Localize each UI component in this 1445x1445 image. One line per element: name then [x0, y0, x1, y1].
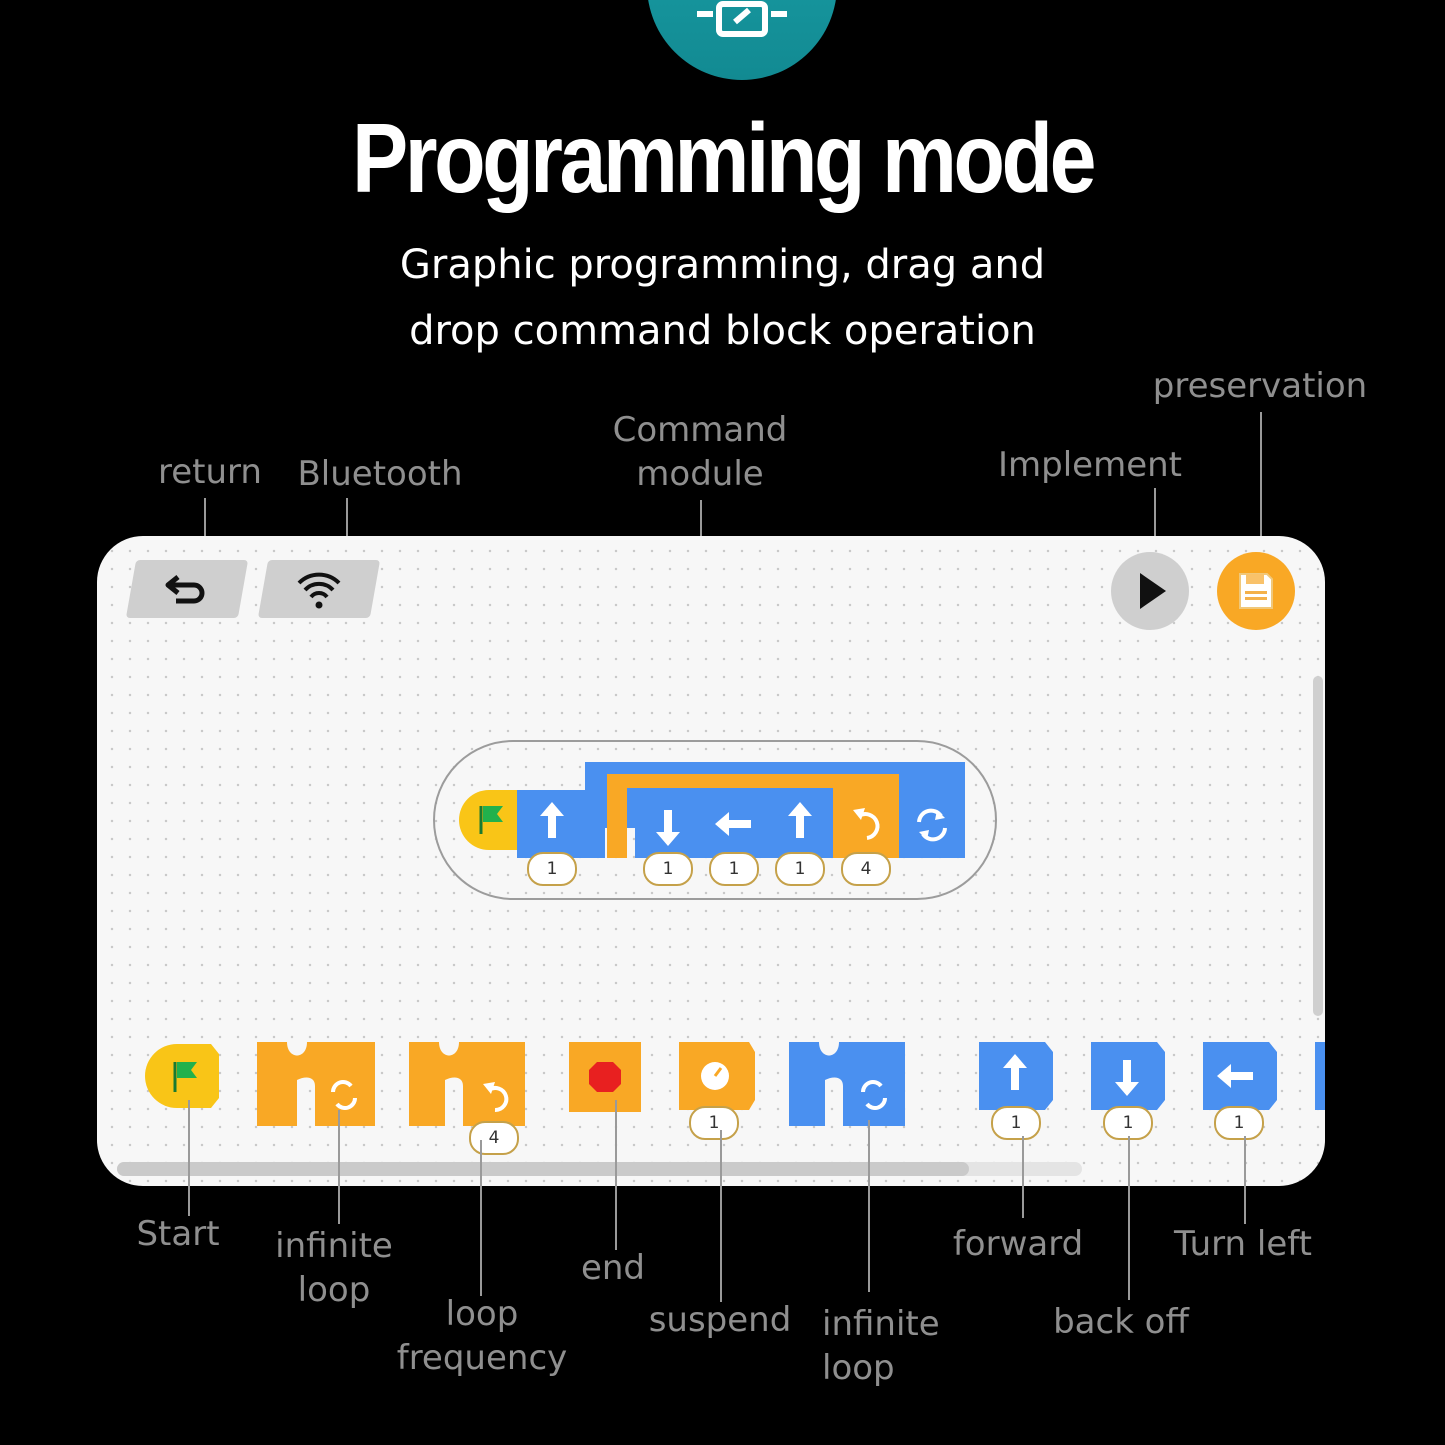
palette-left-count[interactable]: 1 — [1214, 1106, 1264, 1140]
page-subtitle: Graphic programming, drag and drop comma… — [0, 232, 1445, 364]
arrow-up-icon — [1003, 1054, 1027, 1090]
arrow-down-icon — [1115, 1060, 1139, 1096]
leader-suspend — [720, 1130, 722, 1302]
stop-icon — [589, 1062, 621, 1092]
leader-bluetooth — [346, 498, 348, 570]
return-icon — [165, 575, 205, 604]
label-preservation: preservation — [1152, 366, 1368, 406]
subtitle-line-2: drop command block operation — [409, 308, 1036, 354]
program-repeat-count[interactable]: 4 — [841, 852, 891, 886]
label-back-off: back off — [1053, 1302, 1189, 1342]
label-return: return — [158, 452, 262, 492]
circuit-icon — [697, 1, 787, 37]
arrow-up-icon — [540, 802, 564, 838]
palette-forward-count[interactable]: 1 — [991, 1106, 1041, 1140]
palette-loop-frequency-block — [409, 1042, 525, 1126]
leader-forward — [1022, 1136, 1024, 1218]
command-module-group[interactable] — [433, 740, 997, 900]
page-title: Programming mode — [351, 103, 1097, 213]
leader-return — [204, 498, 206, 570]
palette-back-block — [1091, 1042, 1165, 1110]
leader-back-off — [1128, 1136, 1130, 1300]
label-implement: Implement — [997, 445, 1182, 485]
arrow-down-icon — [656, 810, 680, 846]
palette-loop-count[interactable]: 4 — [469, 1121, 519, 1155]
run-button[interactable] — [1111, 552, 1189, 630]
play-icon — [1140, 573, 1166, 609]
program-back-count[interactable]: 1 — [643, 852, 693, 886]
leader-infinite-loop — [338, 1110, 340, 1224]
leader-loop-frequency — [480, 1140, 482, 1296]
palette-left-block — [1203, 1042, 1277, 1110]
return-button[interactable] — [125, 560, 249, 618]
block-palette[interactable] — [137, 1036, 1325, 1146]
programming-canvas[interactable]: 1 1 1 1 4 — [97, 536, 1325, 1186]
program-left-count[interactable]: 1 — [709, 852, 759, 886]
leader-end — [615, 1100, 617, 1250]
save-icon — [1239, 573, 1273, 609]
label-infinite-loop-2-line-2: loop — [822, 1348, 895, 1388]
label-infinite-loop: infinite loop — [254, 1224, 414, 1312]
program-repeat-block — [607, 774, 899, 858]
leader-preservation — [1260, 412, 1262, 552]
loop-icon — [917, 808, 947, 842]
program-script[interactable] — [445, 758, 975, 898]
flag-icon — [479, 806, 503, 834]
arrow-left-icon — [715, 812, 751, 836]
palette-start-block — [145, 1044, 219, 1108]
program-forward-count[interactable]: 1 — [527, 852, 577, 886]
label-bluetooth: Bluetooth — [297, 454, 463, 494]
palette-suspend-count[interactable]: 1 — [689, 1106, 739, 1140]
label-loop-frequency-line-1: loop — [445, 1294, 519, 1334]
horizontal-scroll-thumb[interactable] — [117, 1162, 969, 1176]
label-infinite-loop-2: infinite loop — [822, 1302, 962, 1390]
palette-end-block — [569, 1042, 641, 1112]
label-forward: forward — [952, 1224, 1084, 1264]
label-loop-frequency: loop frequency — [380, 1292, 584, 1380]
label-turn-left: Turn left — [1174, 1224, 1312, 1264]
palette-suspend-block — [679, 1042, 755, 1110]
leader-start — [188, 1100, 190, 1216]
label-start: Start — [136, 1214, 220, 1254]
label-command-line-2: module — [636, 454, 764, 494]
palette-infinite-loop-block — [257, 1042, 375, 1126]
label-command-line-1: Command — [612, 410, 788, 450]
label-command-module: Command module — [590, 408, 810, 496]
bluetooth-button[interactable] — [257, 560, 381, 618]
leader-implement — [1154, 488, 1156, 560]
vertical-scrollbar[interactable] — [1313, 676, 1323, 1016]
label-end: end — [580, 1248, 646, 1288]
subtitle-line-1: Graphic programming, drag and — [399, 242, 1046, 288]
palette-partial-block — [1315, 1042, 1325, 1110]
wifi-icon — [297, 572, 341, 609]
program-forward2-count[interactable]: 1 — [775, 852, 825, 886]
arrow-up-icon — [788, 802, 812, 838]
label-loop-frequency-line-2: frequency — [396, 1338, 568, 1378]
palette-forward-block — [979, 1042, 1053, 1110]
programming-mode-icon — [647, 0, 837, 80]
label-infinite-loop-line-2: loop — [297, 1270, 371, 1310]
palette-infinite-loop-blue-block — [789, 1042, 905, 1126]
palette-back-count[interactable]: 1 — [1103, 1106, 1153, 1140]
save-button[interactable] — [1217, 552, 1295, 630]
arrow-left-icon — [1217, 1064, 1253, 1088]
label-infinite-loop-line-1: infinite — [275, 1226, 393, 1266]
label-infinite-loop-2-line-1: infinite — [822, 1304, 940, 1344]
label-suspend: suspend — [648, 1300, 792, 1340]
repeat-icon — [853, 808, 880, 840]
leader-infinite-loop-2 — [868, 1120, 870, 1292]
leader-turn-left — [1244, 1136, 1246, 1224]
